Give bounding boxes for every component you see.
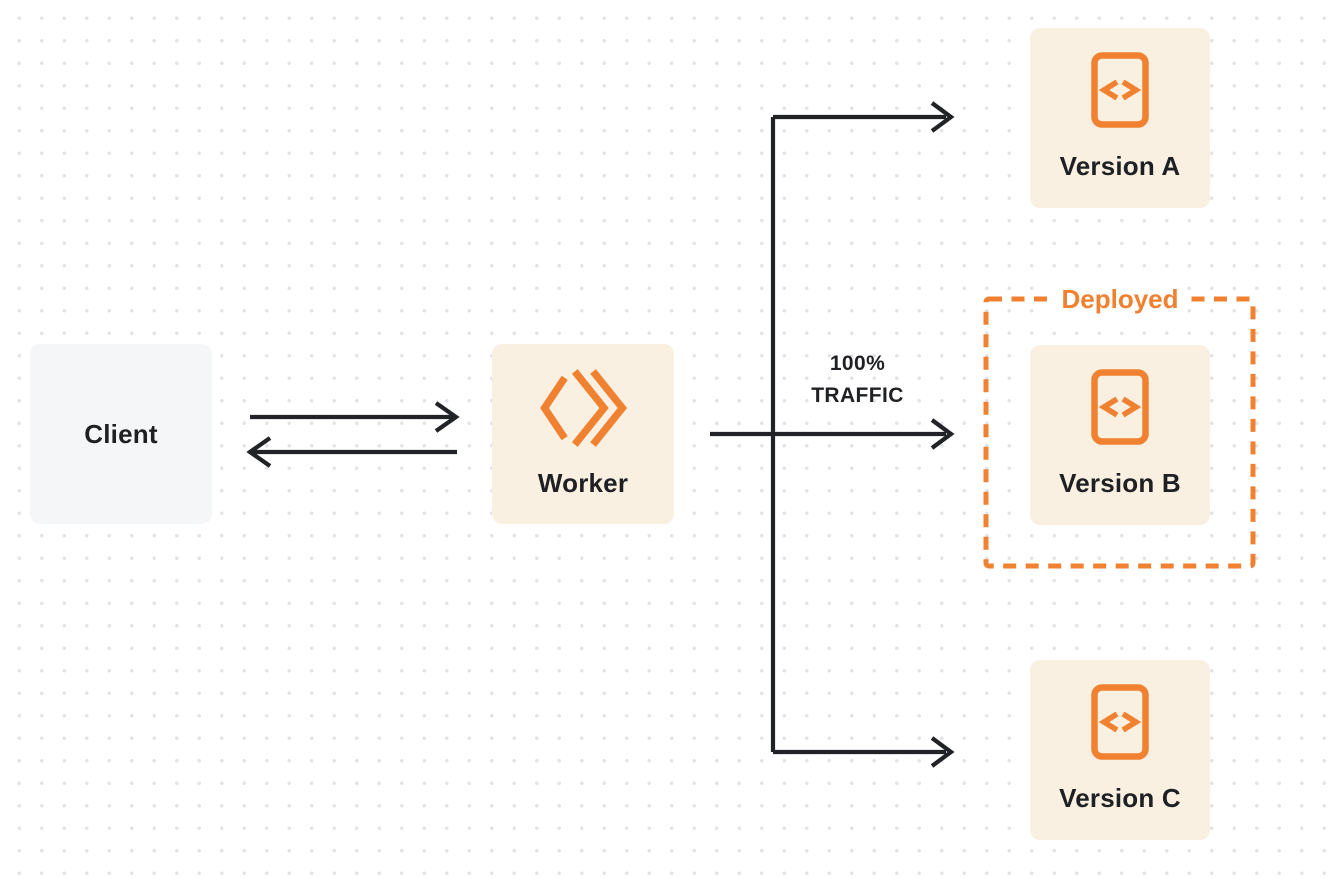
version-a-label: Version A	[1059, 151, 1181, 181]
traffic-word: TRAFFIC	[811, 384, 904, 407]
deployed-badge: Deployed	[1052, 285, 1188, 314]
worker-fanout-connector	[710, 101, 955, 768]
code-file-icon	[1091, 369, 1149, 445]
version-c-label: Version C	[1059, 783, 1181, 813]
workers-logo-icon	[540, 369, 628, 447]
client-label: Client	[84, 418, 158, 449]
arrowhead-version-c	[930, 736, 955, 768]
worker-to-client-arrow	[246, 436, 457, 468]
worker-label: Worker	[537, 468, 629, 498]
worker-node: Worker	[492, 344, 674, 524]
version-b-node: Version B	[1030, 345, 1210, 525]
version-c-node: Version C	[1030, 660, 1210, 840]
client-node: Client	[30, 344, 212, 524]
code-file-icon	[1091, 684, 1149, 760]
deployed-dashed-border	[983, 296, 1256, 569]
arrowhead-version-b	[930, 418, 955, 450]
client-to-worker-arrow	[250, 401, 460, 433]
arrowhead-version-a	[930, 101, 955, 133]
code-file-icon	[1091, 52, 1149, 128]
version-b-label: Version B	[1059, 468, 1181, 498]
traffic-percent: 100%	[829, 352, 886, 375]
version-a-node: Version A	[1030, 28, 1210, 208]
traffic-annotation: 100% TRAFFIC	[795, 348, 920, 412]
